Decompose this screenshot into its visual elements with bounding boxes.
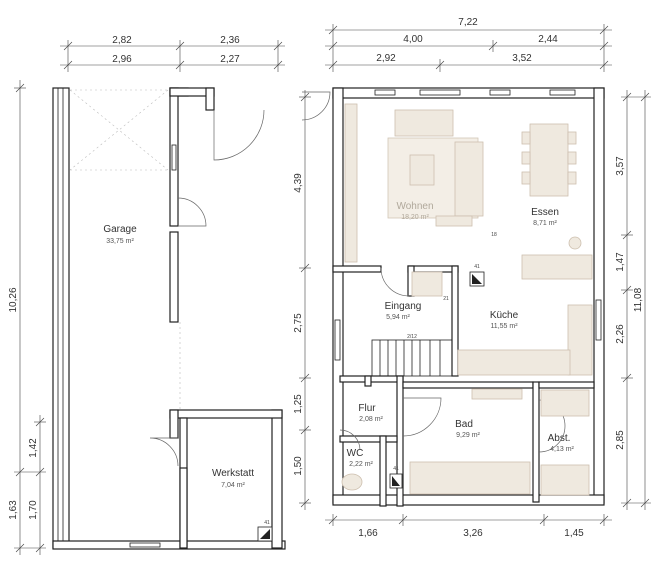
mark-wc: 41: [393, 466, 399, 472]
dimension-labels: 2,82 2,36 2,96 2,27 10,26 1,42 1,70 1,63…: [8, 17, 644, 539]
mark-eingang: 21: [443, 296, 449, 302]
room-kueche-area: 11,55 m²: [490, 323, 518, 330]
dim-garage-left-3: 1,70: [28, 500, 39, 520]
room-bad-area: 9,29 m²: [456, 432, 480, 439]
room-kueche-name: Küche: [490, 310, 519, 321]
room-wc-area: 2,22 m²: [349, 461, 373, 468]
dim-house-right-total: 11,08: [633, 287, 644, 312]
dim-house-bottom-2: 3,26: [463, 528, 483, 539]
dim-garage-top-3: 2,96: [112, 54, 132, 65]
room-garage-area: 33,75 m²: [106, 238, 134, 245]
room-wc-name: WC: [347, 448, 364, 459]
room-wohnen-area: 18,20 m²: [401, 214, 429, 221]
garage-south-wall: [52, 540, 286, 550]
dim-garage-left-2: 1,42: [28, 438, 39, 458]
dim-house-bottom-1: 1,66: [358, 528, 378, 539]
house-building: [301, 87, 605, 507]
room-flur-name: Flur: [358, 403, 376, 414]
dim-house-bottom-3: 1,45: [564, 528, 584, 539]
room-wohnen-name: Wohnen: [396, 201, 433, 212]
room-abst-area: 4,13 m²: [550, 446, 574, 453]
dim-house-right-4: 2,85: [615, 430, 626, 450]
dim-garage-top-4: 2,27: [220, 54, 240, 65]
dim-house-top-total: 7,22: [458, 17, 478, 28]
mark-werkstatt: 41: [264, 520, 270, 526]
dim-house-left-4: 1,50: [293, 456, 304, 476]
dim-house-left-3: 1,25: [293, 394, 304, 414]
dim-house-top-1: 4,00: [403, 34, 423, 45]
room-garage-name: Garage: [103, 224, 137, 235]
mark-wohnen: 18: [491, 232, 497, 238]
garage-west-wall: [52, 87, 70, 549]
room-essen-name: Essen: [531, 207, 559, 218]
dim-house-right-1: 3,57: [615, 156, 626, 176]
mark-stair: 2/12: [407, 334, 417, 340]
dim-house-left-1: 4,39: [293, 173, 304, 193]
dim-garage-left-1: 10,26: [8, 287, 19, 312]
dim-garage-top-2: 2,36: [220, 35, 240, 46]
dim-garage-left-4: 1,63: [8, 500, 19, 520]
dim-house-right-3: 2,26: [615, 324, 626, 344]
room-eingang-name: Eingang: [385, 301, 422, 312]
room-werkstatt-name: Werkstatt: [212, 468, 254, 479]
dimension-lines: [14, 24, 651, 555]
room-flur-area: 2,08 m²: [359, 416, 383, 423]
dim-house-right-2: 1,47: [615, 252, 626, 272]
room-bad-name: Bad: [455, 419, 473, 430]
room-essen-area: 8,71 m²: [533, 220, 557, 227]
dim-house-top-4: 3,52: [512, 53, 532, 64]
staircase: [371, 339, 453, 377]
room-eingang-area: 5,94 m²: [386, 314, 410, 321]
room-labels: Garage 33,75 m² Werkstatt 7,04 m² Wohnen…: [103, 201, 574, 489]
dim-garage-top-1: 2,82: [112, 35, 132, 46]
mark-kueche: 41: [474, 264, 480, 270]
dim-house-top-2: 2,44: [538, 34, 558, 45]
garage-building: [52, 87, 286, 550]
room-abst-name: Abst.: [548, 433, 571, 444]
dim-house-left-2: 2,75: [293, 313, 304, 333]
room-werkstatt-area: 7,04 m²: [221, 482, 245, 489]
dim-house-top-3: 2,92: [376, 53, 396, 64]
small-marks: 41 41 41 2/12 21 18: [264, 232, 497, 526]
